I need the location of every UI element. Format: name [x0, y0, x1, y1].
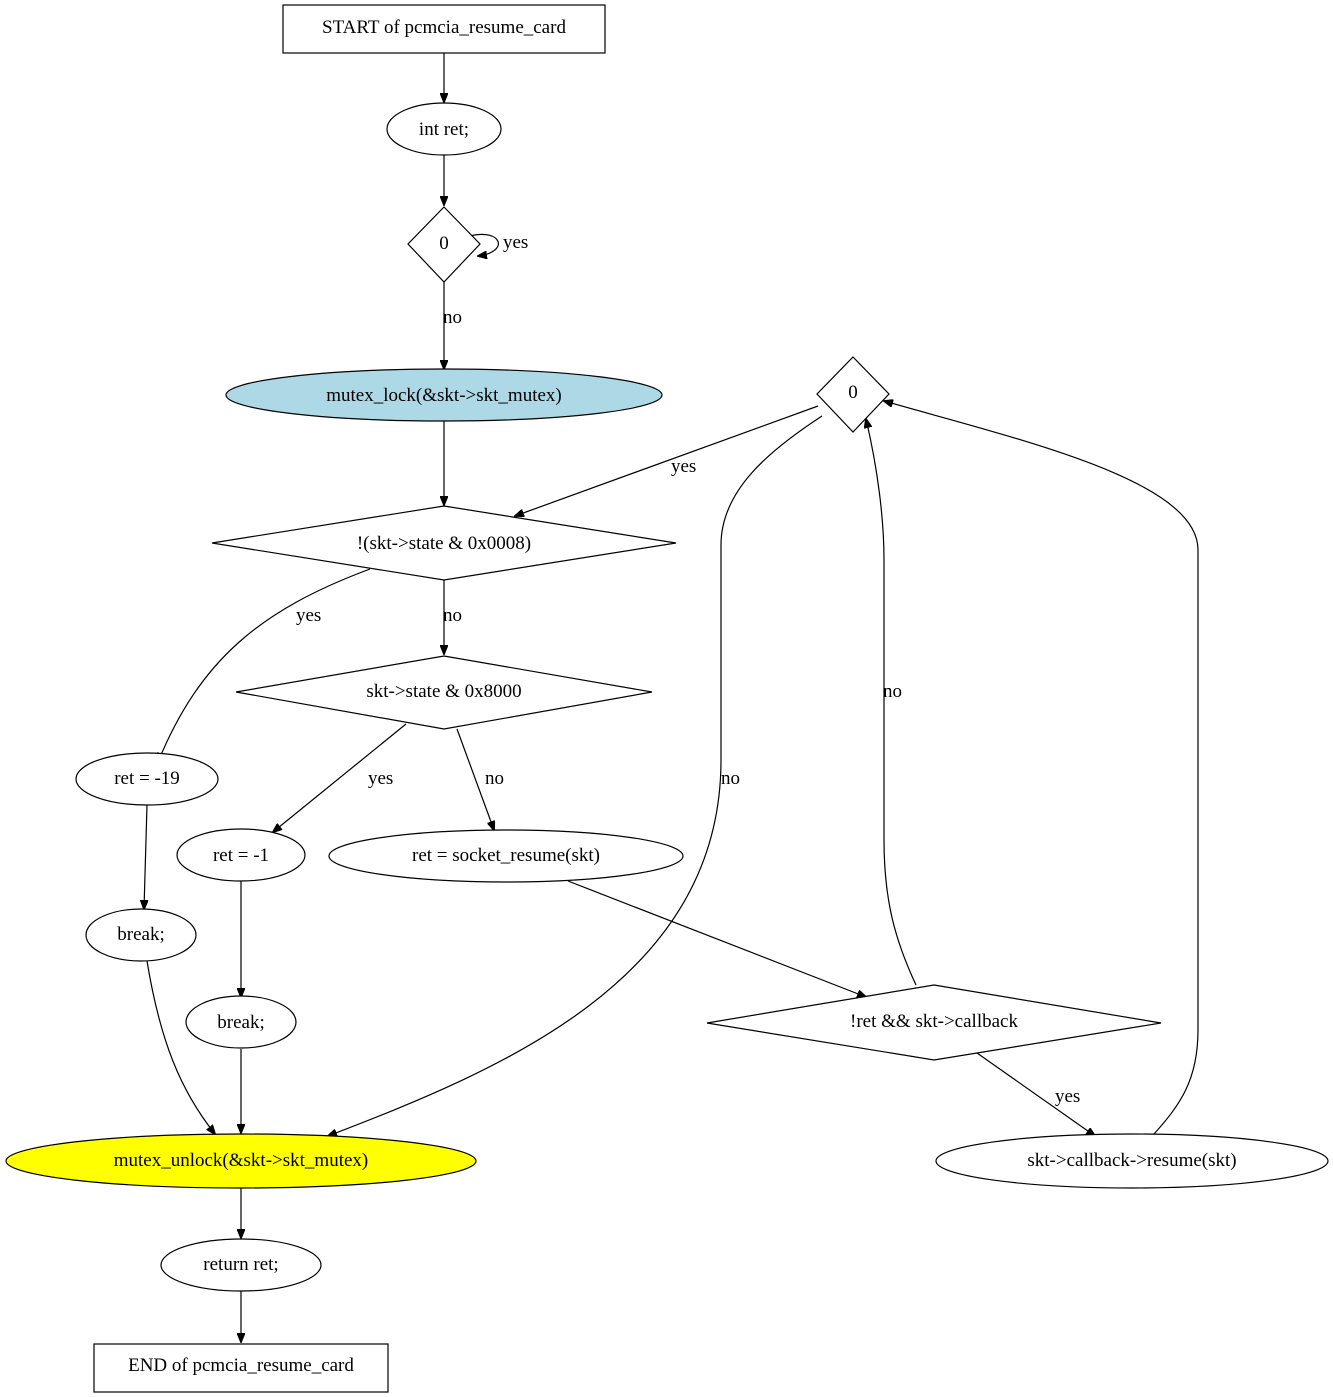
svg-text:int ret;: int ret;	[419, 119, 469, 140]
svg-text:START of pcmcia_resume_card: START of pcmcia_resume_card	[322, 17, 566, 38]
edge-cond-suspend-no-to-socket-resume	[456, 728, 494, 830]
edge-break-1-to-mutex-unlock	[146, 960, 215, 1134]
edge-label-yes-loop: yes	[503, 232, 528, 253]
edge-label-no-2: no	[721, 768, 740, 789]
cond-zero-2-node: 0	[816, 356, 890, 433]
ret-neg1-node: ret = -1	[176, 828, 306, 882]
edge-cond-callback-no-to-cond-zero-2	[866, 419, 917, 986]
edge-cond-zero-2-no-to-mutex-unlock	[328, 415, 823, 1136]
edge-cond-zero-2-yes-to-cond-state	[515, 405, 819, 516]
cond-callback-node: !ret && skt->callback	[706, 984, 1162, 1061]
break-2-node: break;	[185, 995, 297, 1049]
svg-text:0: 0	[848, 382, 858, 403]
edge-label-yes-3: yes	[296, 605, 321, 626]
edge-cond-suspend-yes-to-ret-neg1	[273, 723, 407, 832]
svg-text:END of pcmcia_resume_card: END of pcmcia_resume_card	[128, 1355, 354, 1376]
int-ret-node: int ret;	[386, 102, 502, 156]
start-node: START of pcmcia_resume_card	[282, 4, 606, 54]
mutex-lock-node: mutex_lock(&skt->skt_mutex)	[225, 368, 663, 422]
ret-neg19-node: ret = -19	[75, 752, 219, 806]
svg-text:break;: break;	[217, 1012, 264, 1033]
edge-callback-resume-to-cond-zero-2	[884, 401, 1199, 1135]
svg-text:ret = -1: ret = -1	[213, 845, 269, 866]
edge-label-no-3: no	[443, 605, 462, 626]
svg-text:0: 0	[439, 233, 449, 254]
edge-socket-resume-to-cond-callback	[567, 880, 866, 997]
svg-text:skt->callback->resume(skt): skt->callback->resume(skt)	[1027, 1150, 1236, 1171]
svg-text:break;: break;	[117, 924, 164, 945]
end-node: END of pcmcia_resume_card	[93, 1343, 389, 1393]
svg-text:skt->state & 0x8000: skt->state & 0x8000	[366, 681, 521, 702]
svg-text:!ret && skt->callback: !ret && skt->callback	[850, 1011, 1018, 1032]
svg-text:mutex_lock(&skt->skt_mutex): mutex_lock(&skt->skt_mutex)	[326, 385, 562, 406]
edge-cond-zero-1-loop-yes	[469, 233, 499, 256]
edges: yes no yes no yes no yes no	[144, 53, 1199, 1342]
svg-text:mutex_unlock(&skt->skt_mutex): mutex_unlock(&skt->skt_mutex)	[114, 1150, 369, 1171]
nodes: START of pcmcia_resume_card int ret; 0 m…	[5, 4, 1329, 1393]
svg-text:ret = socket_resume(skt): ret = socket_resume(skt)	[412, 845, 600, 866]
cond-state-suspend-node: skt->state & 0x8000	[235, 655, 653, 730]
break-1-node: break;	[85, 908, 197, 962]
edge-ret-neg19-to-break-1	[144, 804, 147, 909]
edge-label-no-4: no	[485, 768, 504, 789]
svg-text:!(skt->state & 0x0008): !(skt->state & 0x0008)	[357, 533, 531, 554]
edge-label-no-1: no	[443, 307, 462, 328]
cond-state-present-node: !(skt->state & 0x0008)	[211, 505, 677, 581]
svg-text:ret = -19: ret = -19	[114, 768, 180, 789]
edge-cond-state-yes-to-ret-neg19	[158, 568, 371, 762]
cond-zero-1-node: 0	[407, 206, 481, 283]
edge-cond-callback-yes-to-callback-resume	[976, 1052, 1095, 1136]
svg-text:return ret;: return ret;	[203, 1254, 278, 1275]
mutex-unlock-node: mutex_unlock(&skt->skt_mutex)	[5, 1133, 477, 1189]
edge-label-yes-2: yes	[671, 456, 696, 477]
return-ret-node: return ret;	[160, 1238, 322, 1292]
callback-resume-node: skt->callback->resume(skt)	[935, 1133, 1329, 1189]
edge-label-yes-4: yes	[368, 768, 393, 789]
edge-label-no-5: no	[883, 681, 902, 702]
ret-socket-resume-node: ret = socket_resume(skt)	[328, 829, 684, 883]
edge-label-yes-5: yes	[1055, 1086, 1080, 1107]
